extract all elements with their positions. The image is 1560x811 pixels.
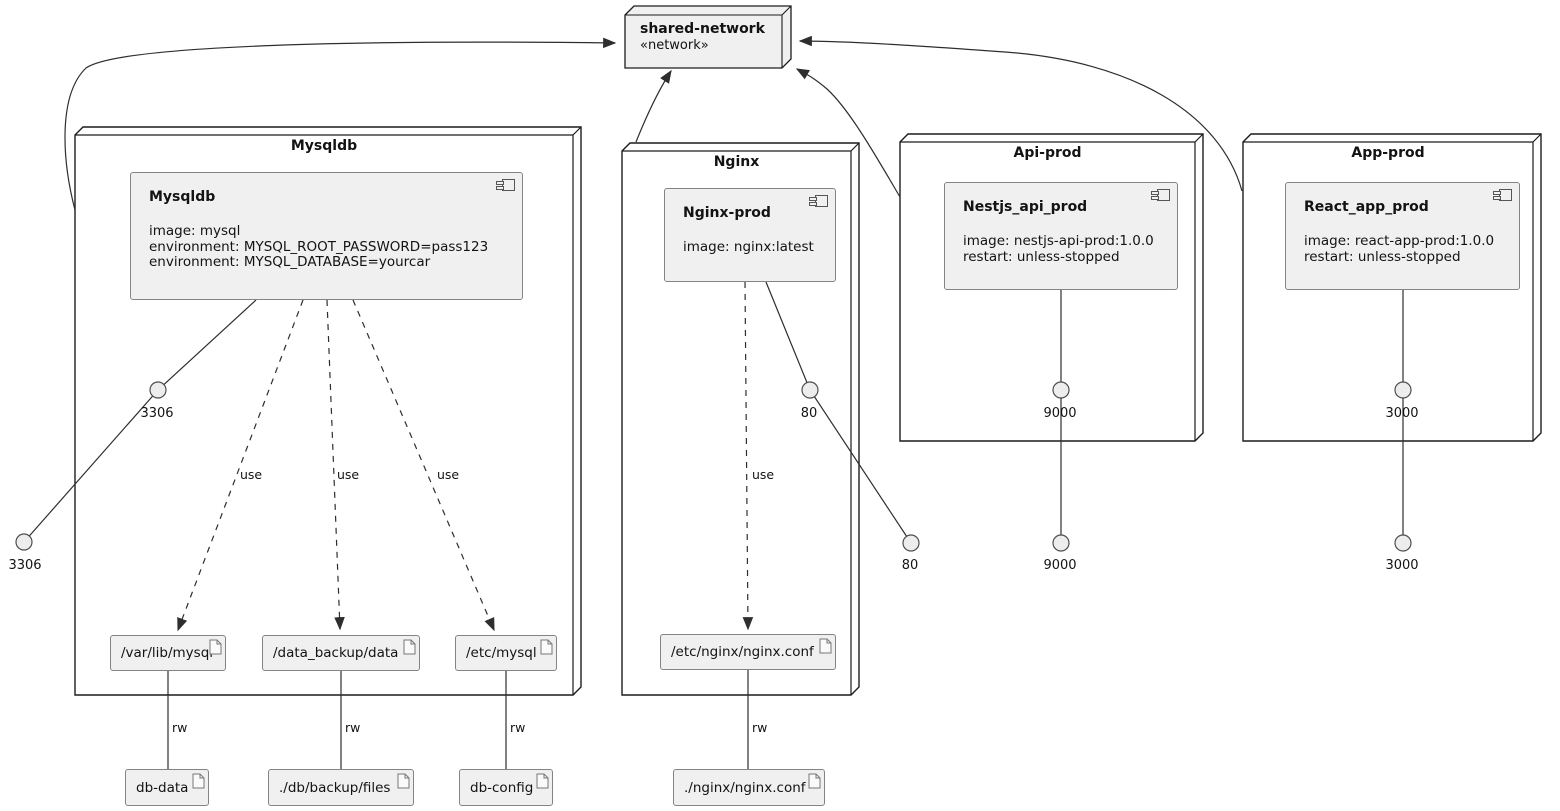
component-properties: image: nginx:latest [683, 239, 817, 256]
network-arrow-nginx [635, 69, 672, 143]
artifact-label: ./nginx/nginx.conf [684, 779, 806, 796]
shared-network-label: shared-network «network» [640, 21, 765, 53]
use-label: use [437, 467, 460, 482]
component-name: Nestjs_api_prod [963, 199, 1088, 215]
node-title-app-prod: App-prod [1351, 145, 1425, 161]
port-circles [15, 381, 1412, 552]
volume-links [167, 670, 749, 769]
rw-label: rw [172, 720, 188, 735]
component-properties: image: mysql environment: MYSQL_ROOT_PAS… [149, 223, 504, 271]
component-property: image: nginx:latest [683, 239, 814, 255]
component-name: Mysqldb [149, 189, 216, 205]
artifact-label: db-config [470, 779, 534, 796]
file-icon [403, 639, 416, 655]
artifact-var-lib-mysql: /var/lib/mysql [110, 635, 226, 671]
port-label-api-outer: 9000 [1043, 558, 1077, 573]
node-shape-shared-network [624, 5, 792, 69]
artifact-db-config: db-config [459, 769, 553, 806]
component-name: React_app_prod [1304, 199, 1429, 215]
component-property: environment: MYSQL_DATABASE=yourcar [149, 254, 431, 270]
file-icon [397, 773, 410, 789]
port-circle-app-inner [1394, 381, 1412, 399]
port-circle-nginx-inner [801, 381, 819, 399]
use-arrows [177, 281, 754, 632]
node-title-nginx: Nginx [713, 154, 760, 170]
rw-label: rw [345, 720, 361, 735]
artifact-label: /data_backup/data [273, 645, 399, 661]
component-properties: image: nestjs-api-prod:1.0.0 restart: un… [963, 233, 1159, 265]
component-property: image: mysql [149, 223, 241, 239]
component-property: environment: MYSQL_ROOT_PASSWORD=pass123 [149, 238, 489, 255]
use-label: use [240, 467, 263, 482]
port-label-mysqldb-inner: 3306 [140, 406, 174, 421]
port-circle-app-outer [1394, 534, 1412, 552]
component-icon [1493, 189, 1512, 201]
file-icon [192, 773, 205, 789]
port-label-api-inner: 9000 [1043, 406, 1077, 421]
component-nginx-prod: Nginx-prod image: nginx:latest [664, 188, 836, 282]
port-label-nginx-inner: 80 [800, 406, 818, 421]
artifact-etc-mysql: /etc/mysql [455, 635, 557, 671]
artifact-label: /etc/nginx/nginx.conf [671, 644, 814, 660]
port-circle-mysqldb-outer [15, 533, 33, 551]
node-title-mysqldb: Mysqldb [290, 138, 358, 154]
port-label-app-outer: 3000 [1385, 558, 1419, 573]
network-arrows [64, 35, 1243, 211]
component-mysqldb: Mysqldb image: mysql environment: MYSQL_… [130, 172, 523, 300]
component-name: Nginx-prod [683, 205, 771, 221]
component-icon [1151, 189, 1170, 201]
network-arrow-api-prod [795, 68, 901, 198]
artifact-label: ./db/backup/files [279, 779, 391, 796]
use-label: use [752, 467, 775, 482]
port-circle-api-outer [1052, 534, 1070, 552]
network-arrow-mysqldb [64, 37, 617, 211]
component-property: restart: unless-stopped [963, 248, 1120, 265]
component-nestjs-api-prod: Nestjs_api_prod image: nestjs-api-prod:1… [944, 182, 1178, 290]
artifact-label: /var/lib/mysql [121, 645, 214, 661]
component-react-app-prod: React_app_prod image: react-app-prod:1.0… [1285, 182, 1520, 290]
file-icon [808, 773, 821, 789]
port-circle-mysqldb-inner [149, 381, 167, 399]
artifact-data-backup-data: /data_backup/data [262, 635, 420, 671]
component-property: image: nestjs-api-prod:1.0.0 [963, 233, 1154, 249]
artifact-db-data: db-data [125, 769, 209, 806]
artifact-label: /etc/mysql [466, 645, 537, 661]
network-arrow-app-prod [798, 35, 1243, 192]
file-icon [540, 639, 553, 655]
port-circle-api-inner [1052, 381, 1070, 399]
port-label-mysqldb-outer: 3306 [8, 558, 42, 573]
component-icon [496, 179, 515, 191]
file-icon [819, 638, 832, 654]
artifact-db-backup-files: ./db/backup/files [268, 769, 414, 806]
node-title-api-prod: Api-prod [1013, 145, 1082, 161]
port-label-nginx-outer: 80 [901, 558, 919, 573]
use-label: use [337, 467, 360, 482]
file-icon [536, 773, 549, 789]
component-properties: image: react-app-prod:1.0.0 restart: unl… [1304, 233, 1501, 265]
artifact-nginx-conf-source: ./nginx/nginx.conf [673, 769, 825, 806]
port-label-app-inner: 3000 [1385, 406, 1419, 421]
artifact-etc-nginx-conf: /etc/nginx/nginx.conf [660, 634, 836, 670]
component-property: image: react-app-prod:1.0.0 [1304, 233, 1495, 249]
rw-label: rw [510, 720, 526, 735]
component-icon [809, 195, 828, 207]
rw-label: rw [752, 720, 768, 735]
network-stereotype: «network» [640, 38, 709, 53]
network-name: shared-network [640, 21, 765, 37]
file-icon [209, 639, 222, 655]
port-circle-nginx-outer [902, 534, 920, 552]
use-arrow-nginx-conf [742, 281, 754, 631]
artifact-label: db-data [136, 779, 189, 796]
component-property: restart: unless-stopped [1304, 248, 1461, 265]
